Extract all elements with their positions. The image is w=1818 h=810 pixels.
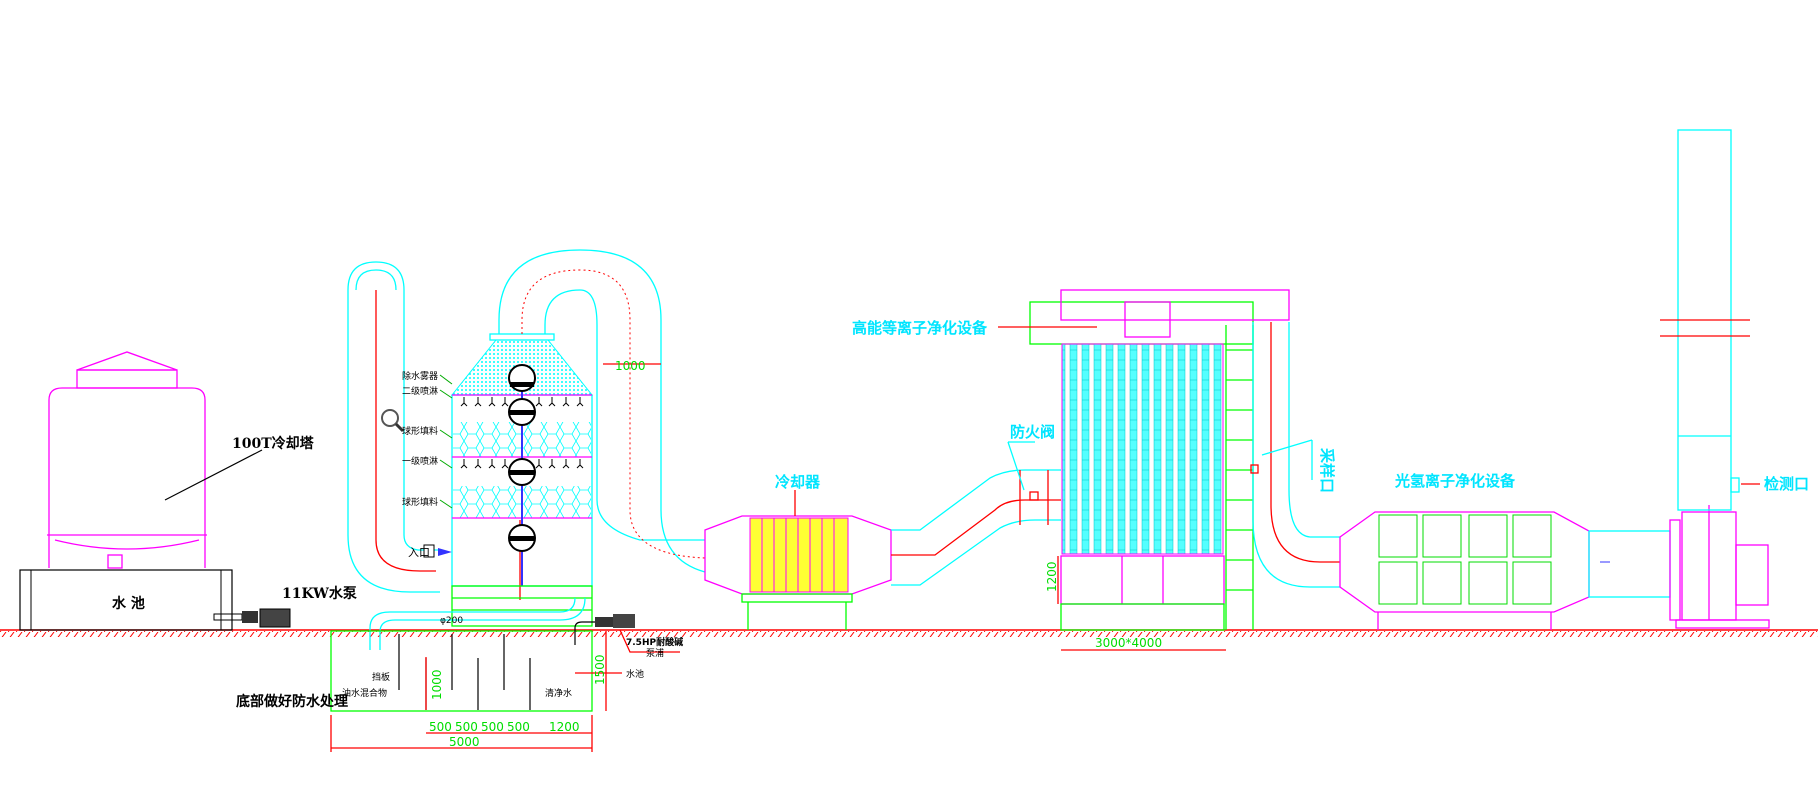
plasma-footprint-dim: 3000*4000 [1095,636,1162,650]
arch-duct: 1000 [498,249,706,573]
dimensions-pool-length: 5000 [449,735,480,749]
water-pool: 水 池 [19,569,233,631]
plasma-label: 高能等离子净化设备 [852,319,988,337]
sampling-port-label: 采样口 [1318,447,1336,493]
inlet-label: 入口 [408,546,430,559]
inspection-ports[interactable] [508,364,536,552]
spray-nozzle-icon [548,397,556,407]
baffle-label: 挡板 [372,671,390,683]
chimney: 检测口 [1660,129,1809,511]
magnifier-icon[interactable] [381,409,405,433]
spray-nozzle-icon [535,397,543,407]
dimensions-seg5: 1200 [549,720,580,734]
photo-label: 光氢离子净化设备 [1394,472,1516,490]
spray-nozzle-icon [576,397,584,407]
dimensions-seg4: 500 [507,720,530,734]
cooling-tower: 100T冷却塔 [47,351,315,569]
spray-nozzle-icon [488,459,496,469]
spray-nozzle-icon [501,459,509,469]
fire-damper-label: 防火阀 [1010,423,1055,441]
pool-dimensions: 1000 1500 500 500 500 500 1200 5000 [330,631,607,752]
spray-nozzle-icon [474,459,482,469]
plasma-base-dim: 1200 [1045,561,1059,592]
water-pool-label: 水 池 [112,595,145,612]
plasma-equipment: 高能等离子净化设备 1200 3000*4000 [852,289,1290,651]
test-port-label: 检测口 [1764,475,1809,493]
dimensions-seg3: 500 [481,720,504,734]
ground-line [0,629,1818,637]
dimensions-seg1: 500 [429,720,452,734]
spray-level2-label: 二级喷淋 [402,385,438,397]
inlet-duct: 入口 [347,261,452,593]
spray-nozzle-icon [548,459,556,469]
spray-tower: 除水雾器 二级喷淋 球形填料 一级喷淋 球形填料 [402,333,594,627]
spray-nozzle-icon [501,397,509,407]
spray-nozzle-icon [474,397,482,407]
spray-nozzle-icon [576,459,584,469]
dimensions-baffle-height: 1000 [430,669,444,700]
underground-pool: φ200 挡板 油水混合物 清净水 水池 底部做好防水处理 7.5HP耐酸碱 泵… [236,597,683,752]
duct-offset-dimension: 1000 [615,359,646,373]
dimensions-pool-depth: 1500 [593,654,607,685]
clean-water-label: 清净水 [545,687,572,699]
spray-nozzle-icon [488,397,496,407]
spray-level1-label: 一级喷淋 [402,455,438,467]
connecting-duct: 防火阀 [891,423,1061,586]
ladder [1225,325,1254,630]
spray-nozzles [460,397,584,469]
photo-ion-equipment: 光氢离子净化设备 [1339,472,1590,630]
spray-nozzle-icon [535,459,543,469]
spray-nozzle-icon [562,459,570,469]
waterproof-label: 底部做好防水处理 [236,693,348,710]
packing-lower-label: 球形填料 [402,496,438,508]
cooler-label: 冷却器 [775,473,821,491]
oil-water-label: 油水混合物 [342,687,387,699]
cooling-tower-label: 100T冷却塔 [232,435,315,452]
pump-7-5hp-label: 7.5HP耐酸碱 [626,636,683,648]
pump-11kw: 11KW水泵 [213,585,357,628]
tower-callouts: 除水雾器 二级喷淋 球形填料 一级喷淋 球形填料 [402,370,438,508]
cooler: 冷却器 [704,473,892,630]
water-pool-arrow-label: 水池 [626,668,644,680]
outlet-duct: 采样口 [1250,322,1340,588]
spray-nozzle-icon [460,459,468,469]
packing-upper-label: 球形填料 [402,425,438,437]
exhaust-fan [1669,505,1770,629]
spray-nozzle-icon [460,397,468,407]
pump-7-5hp-label-2: 泵浦 [646,647,664,659]
spray-nozzle-icon [562,397,570,407]
pipe-diameter-label: φ200 [440,616,463,626]
pump-11kw-label: 11KW水泵 [282,585,357,602]
demister-label: 除水雾器 [402,370,438,382]
dimensions-seg2: 500 [455,720,478,734]
fan-duct [1588,530,1671,598]
